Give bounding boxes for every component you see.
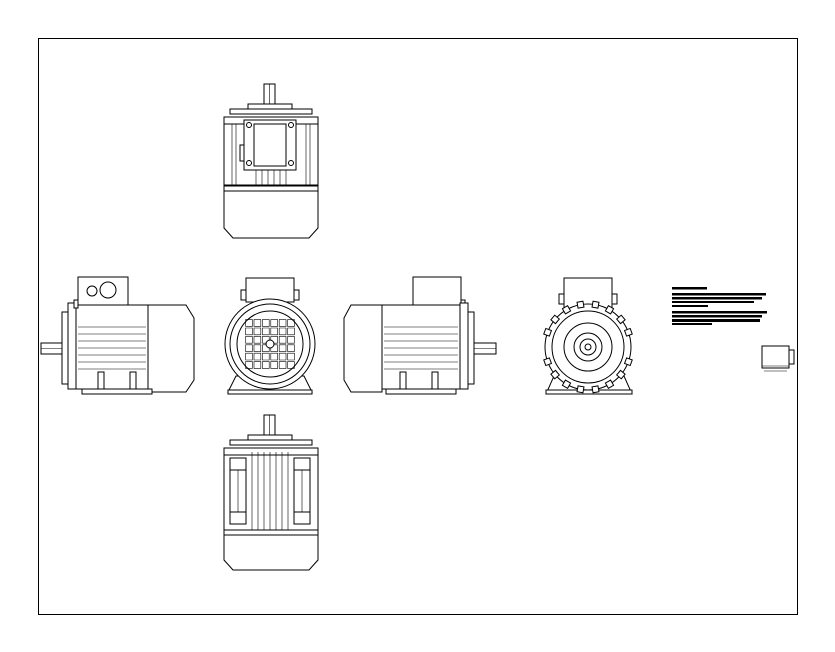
title-text-line	[672, 297, 762, 300]
grille-slot	[288, 353, 295, 360]
fin-tooth	[577, 301, 584, 308]
grille-slot	[246, 345, 253, 352]
title-text-line	[672, 311, 767, 314]
title-text-line	[672, 323, 712, 325]
fin-tooth	[544, 328, 552, 336]
grille-slot	[262, 328, 269, 335]
fan-end-view	[225, 278, 315, 394]
fan-grille	[246, 320, 295, 369]
grille-slot	[262, 353, 269, 360]
fin-tooth	[592, 301, 599, 308]
fin-tooth	[577, 386, 584, 393]
fin-tooth	[551, 370, 559, 378]
grille-slot	[279, 328, 286, 335]
left-side-view	[41, 277, 194, 394]
fin-tooth	[562, 380, 570, 388]
title-text-line	[672, 301, 754, 303]
title-text-line	[672, 319, 760, 322]
grille-slot	[271, 353, 278, 360]
grille-slot	[246, 336, 253, 343]
grille-slot	[271, 328, 278, 335]
grille-slot	[279, 353, 286, 360]
bottom-view-fins	[252, 452, 288, 530]
grille-slot	[262, 362, 269, 369]
grille-slot	[254, 362, 261, 369]
grille-slot	[254, 345, 261, 352]
grille-slot	[279, 336, 286, 343]
grille-slot	[271, 320, 278, 327]
grille-slot	[279, 362, 286, 369]
title-block-text	[672, 287, 767, 325]
fin-tooth	[625, 358, 633, 366]
fin-tooth	[562, 306, 570, 314]
bottom-view	[224, 415, 318, 570]
grille-slot	[279, 345, 286, 352]
fin-tooth	[625, 328, 633, 336]
grille-slot	[288, 320, 295, 327]
grille-slot	[279, 320, 286, 327]
drive-end-fin-teeth	[544, 301, 632, 393]
grille-slot	[254, 320, 261, 327]
fin-tooth	[605, 306, 613, 314]
grille-slot	[288, 362, 295, 369]
grille-slot	[246, 320, 253, 327]
grille-slot	[246, 353, 253, 360]
grille-slot	[271, 362, 278, 369]
small-motor-symbol	[762, 346, 794, 371]
grille-slot	[262, 320, 269, 327]
title-text-line	[672, 287, 707, 290]
title-text-line	[672, 293, 766, 296]
grille-slot	[288, 345, 295, 352]
grille-slot	[288, 328, 295, 335]
drive-end-view	[544, 278, 632, 394]
grille-slot	[254, 353, 261, 360]
title-text-line	[672, 315, 762, 318]
fin-tooth	[617, 315, 625, 323]
right-side-view	[344, 277, 496, 394]
grille-slot	[246, 362, 253, 369]
fin-tooth	[544, 358, 552, 366]
grille-slot	[246, 328, 253, 335]
top-view	[224, 84, 318, 238]
grille-slot	[288, 336, 295, 343]
grille-slot	[254, 336, 261, 343]
fin-tooth	[605, 380, 613, 388]
fin-tooth	[551, 315, 559, 323]
left-side-view-fins	[78, 327, 146, 369]
fin-tooth	[617, 370, 625, 378]
drawing-border	[39, 39, 798, 615]
fin-tooth	[592, 386, 599, 393]
title-text-line	[672, 305, 708, 307]
right-side-view-fins	[384, 327, 458, 369]
grille-slot	[254, 328, 261, 335]
